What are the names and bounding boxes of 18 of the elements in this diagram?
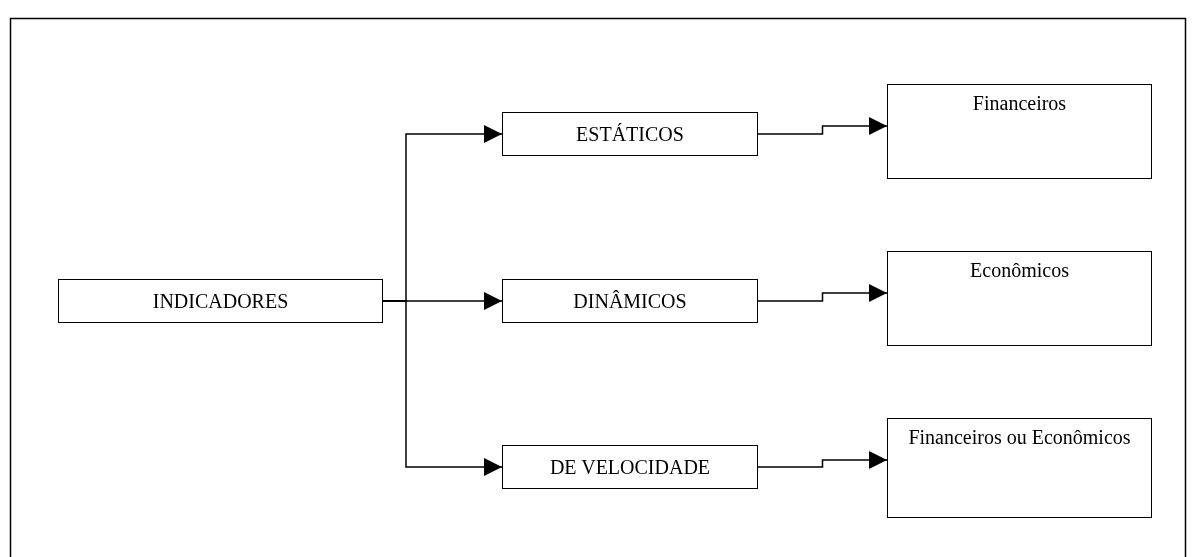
box-label: Financeiros ou Econômicos [908,425,1131,449]
box-label: ESTÁTICOS [576,122,684,146]
arrow [757,451,888,469]
arrow [757,117,888,135]
process-box [502,112,758,156]
process-box [887,84,1152,179]
box-label: Econômicos [970,258,1069,282]
box-label: DE VELOCIDADE [549,455,711,479]
process-box [58,279,383,323]
process-box [887,251,1152,346]
process-box [502,279,758,323]
arrow [382,300,503,476]
box-label: INDICADORES [152,289,289,313]
process-box [887,418,1152,518]
box-label: Financeiros [972,91,1067,115]
process-box [502,445,758,489]
box-label: DINÂMICOS [573,289,687,313]
arrow [757,284,888,302]
